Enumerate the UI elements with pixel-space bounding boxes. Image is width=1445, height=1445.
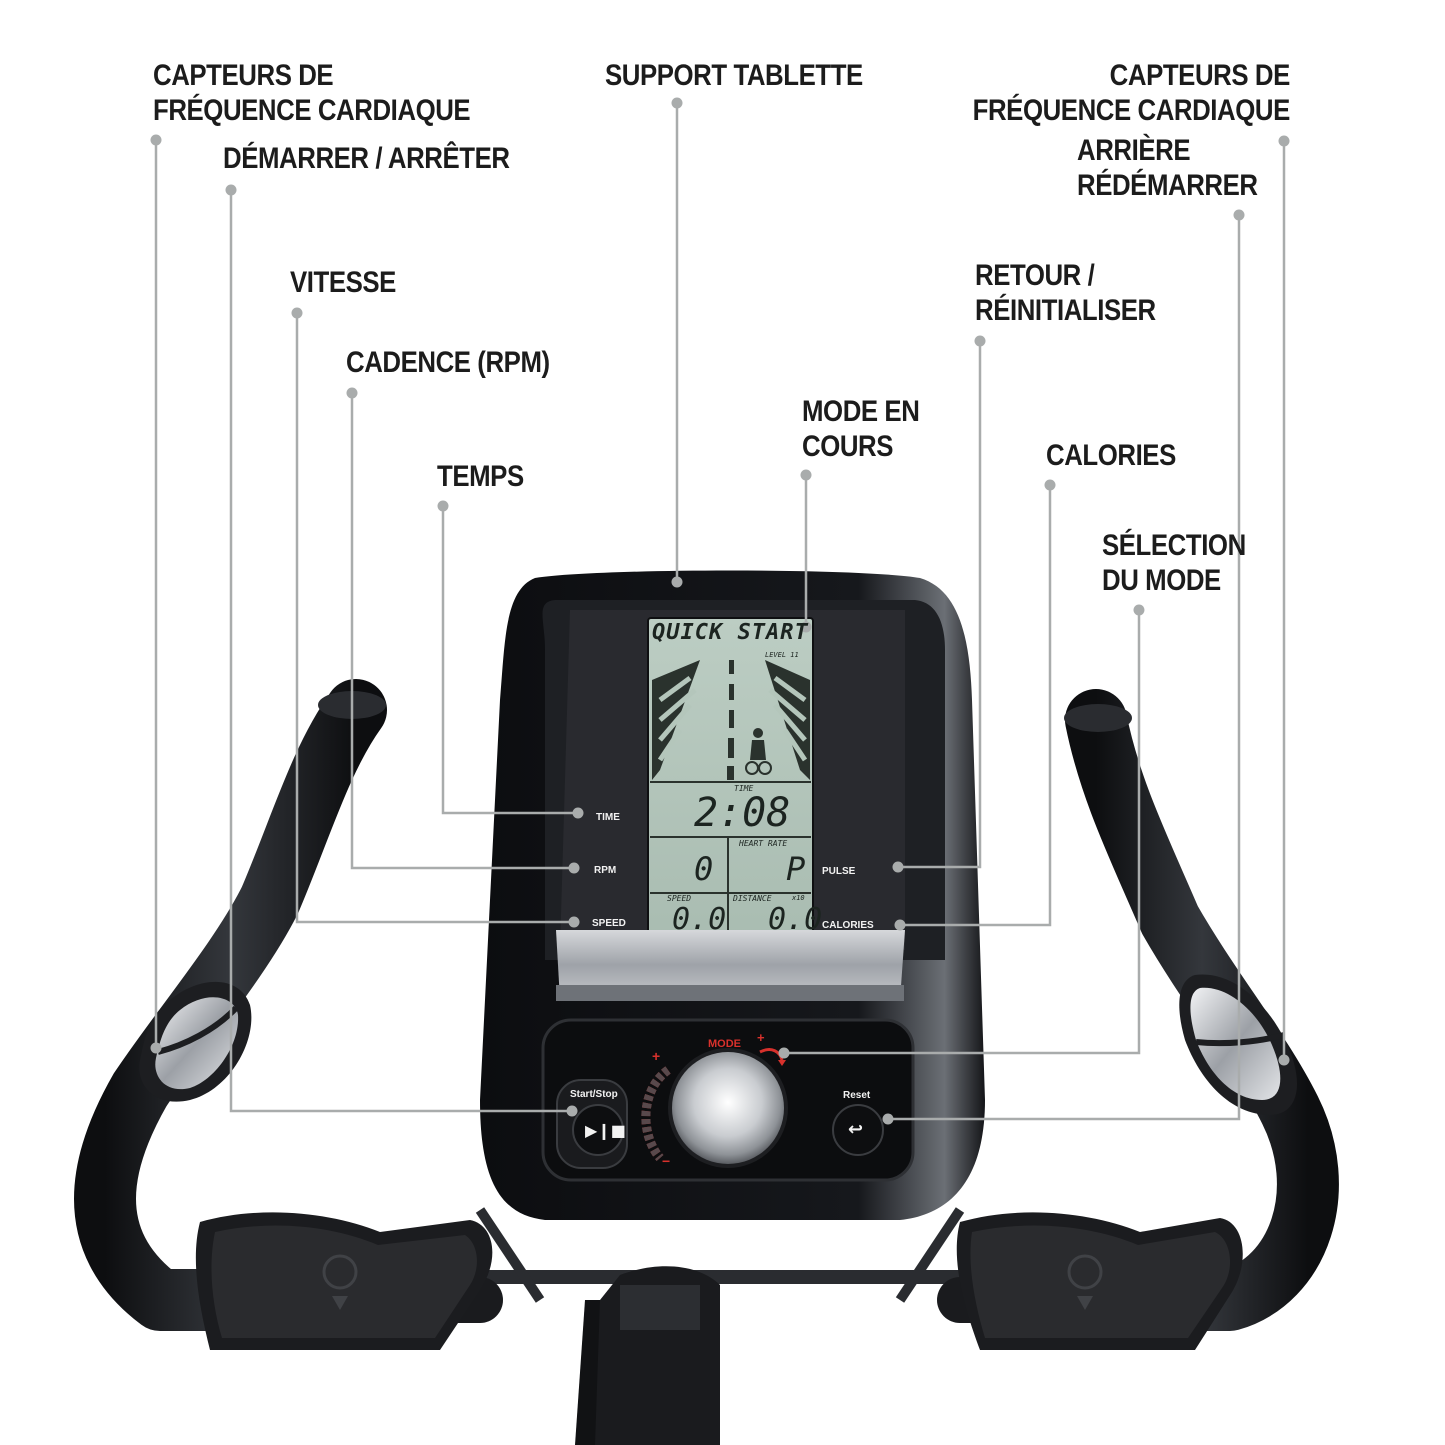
leader-tablet-start-dot (671, 97, 683, 109)
leader-cadence (350, 393, 574, 870)
leader-calories (900, 485, 1052, 927)
leader-back-start-dot (1233, 209, 1245, 221)
leader-tablet-end-dot (671, 576, 683, 588)
leader-time-end-dot (572, 807, 584, 819)
control-panel (541, 1018, 915, 1182)
left-handlebar (74, 679, 503, 1331)
leader-start-stop (229, 190, 572, 1113)
right-arm-pad (956, 1212, 1243, 1350)
road-graphic (652, 660, 810, 780)
leader-time-start-dot (437, 500, 449, 512)
leader-mode-sel (784, 610, 1141, 1055)
leader-calories-start-dot (1044, 479, 1056, 491)
start-stop-icon: ▶❙■ (585, 1121, 626, 1140)
leader-cadence-end-dot (568, 862, 580, 874)
callout-current-mode: MODE EN COURS (802, 395, 920, 463)
lcd-screen (647, 617, 814, 944)
panel-label-time: TIME (596, 812, 620, 823)
mode-plus-sign: + (757, 1030, 765, 1045)
callout-calories: CALORIES (1046, 439, 1176, 472)
leader-speed-end-dot (568, 916, 580, 928)
leader-time (441, 506, 578, 815)
callout-cadence: CADENCE (RPM) (346, 346, 550, 379)
lcd-distance-header: DISTANCE (733, 894, 772, 903)
lcd-time-header: TIME (734, 784, 754, 793)
leader-hr-right-end-dot (1278, 1054, 1290, 1066)
reset-button[interactable] (832, 1104, 884, 1156)
leader-mode-sel-start-dot (1133, 604, 1145, 616)
lcd-distance-unit: x10 (792, 894, 805, 902)
callout-tablet-holder: SUPPORT TABLETTE (605, 59, 863, 92)
callout-mode-select: SÉLECTION DU MODE (1102, 529, 1246, 597)
lcd-pulse-value: P (786, 850, 806, 888)
lcd-speed-value: 0.0 (672, 902, 727, 937)
callout-back-restart: ARRIÈRE RÉDÉMARRER (1077, 134, 1258, 202)
lcd-heart-rate-header: HEART RATE (739, 839, 788, 848)
leader-start-stop-start-dot (225, 184, 237, 196)
panel-label-calories: CALORIES (822, 920, 874, 931)
mode-label: MODE (708, 1038, 741, 1050)
lcd-rpm-value: 0 (694, 850, 714, 888)
leader-speed-start-dot (291, 307, 303, 319)
leader-reset-end-dot (892, 861, 904, 873)
leader-mode-end-dot (800, 621, 812, 633)
leader-hr-left-end-dot (150, 1042, 162, 1054)
callout-time: TEMPS (437, 460, 524, 493)
callout-start-stop: DÉMARRER / ARRÊTER (223, 142, 510, 175)
dial-minus-sign: − (662, 1153, 671, 1169)
left-arm-pad (195, 1212, 493, 1350)
leader-mode-sel-end-dot (778, 1047, 790, 1059)
callout-speed: VITESSE (290, 266, 396, 299)
callout-hr-sensors-left: CAPTEURS DE FRÉQUENCE CARDIAQUE (153, 59, 471, 127)
lcd-distance-value: 0.0 (768, 902, 823, 937)
bike-frame (440, 1207, 1000, 1445)
leader-back (888, 215, 1241, 1121)
callout-return-reset: RETOUR / RÉINITIALISER (975, 259, 1156, 327)
leader-calories-end-dot (894, 919, 906, 931)
leader-back-end-dot (882, 1113, 894, 1125)
start-stop-button[interactable] (572, 1104, 624, 1156)
panel-label-pulse: PULSE (822, 866, 856, 877)
lcd-level-text: LEVEL 11 (765, 651, 799, 659)
start-stop-label: Start/Stop (570, 1089, 618, 1100)
hr-sensor-left (139, 981, 252, 1102)
tablet-tray (556, 930, 905, 1001)
leader-hr-right-start-dot (1278, 135, 1290, 147)
panel-label-speed: SPEED (592, 918, 626, 929)
panel-label-rpm: RPM (594, 865, 617, 876)
leader-reset (898, 341, 982, 869)
dial-plus-sign: + (652, 1048, 661, 1064)
resistance-arc (641, 1066, 671, 1161)
leader-lines (150, 97, 1290, 1125)
lcd-mode-text: QUICK START (652, 620, 809, 645)
leader-reset-start-dot (974, 335, 986, 347)
mode-dial[interactable] (672, 1052, 784, 1164)
leader-hr-left-start-dot (150, 134, 162, 146)
lcd-time-value: 2:08 (694, 790, 791, 836)
reset-label: Reset (843, 1090, 871, 1101)
return-arrow-icon: ↩ (848, 1119, 864, 1140)
callout-hr-sensors-right: CAPTEURS DE FRÉQUENCE CARDIAQUE (972, 59, 1291, 127)
leader-cadence-start-dot (346, 387, 358, 399)
leader-mode-start-dot (800, 469, 812, 481)
leader-start-stop-end-dot (566, 1105, 578, 1117)
lcd-speed-header: SPEED (667, 894, 692, 903)
leader-speed (295, 313, 574, 924)
